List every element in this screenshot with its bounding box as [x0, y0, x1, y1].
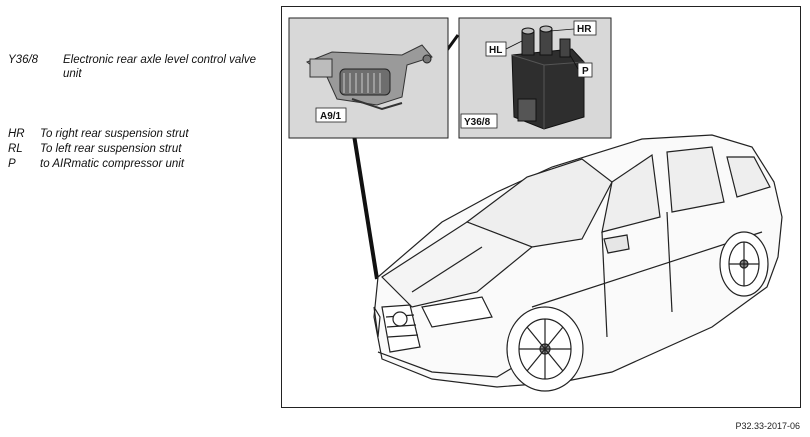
legend-item-y36-8: Y36/8 Electronic rear axle level control… — [8, 53, 268, 83]
car-drawing — [373, 134, 783, 392]
vehicle-illustration: A9/1 HR HL P — [288, 17, 783, 392]
legend-code: RL — [8, 143, 23, 155]
valve-unit-drawing — [511, 25, 585, 130]
legend-item-p: P to AIRmatic compressor unit — [8, 157, 268, 171]
callout-hl: HL — [489, 45, 502, 56]
legend-description: To right rear suspension strut — [40, 128, 189, 140]
legend-description: Electronic rear axle level control valve… — [63, 54, 257, 80]
legend-description: to AIRmatic compressor unit — [40, 158, 185, 170]
inset-valve-unit: HR HL P Y36/8 — [458, 17, 612, 139]
compressor-unit-drawing — [305, 44, 433, 111]
callout-y36-8: Y36/8 — [464, 117, 491, 128]
legend-code: Y36/8 — [8, 54, 39, 66]
leader-line — [352, 134, 379, 280]
inset-compressor: A9/1 — [288, 17, 449, 139]
legend-item-hr: HR To right rear suspension strut — [8, 127, 268, 141]
legend-code: P — [8, 158, 16, 170]
figure-reference-id: P32.33-2017-06 — [735, 421, 800, 431]
figure-frame: A9/1 HR HL P — [281, 6, 801, 408]
legend-item-rl: RL To left rear suspension strut — [8, 142, 268, 156]
callout-hr: HR — [577, 24, 592, 35]
legend-code: HR — [8, 128, 25, 140]
callout-p: P — [582, 66, 589, 77]
legend-description: To left rear suspension strut — [40, 143, 182, 155]
callout-a9-1: A9/1 — [320, 111, 342, 122]
